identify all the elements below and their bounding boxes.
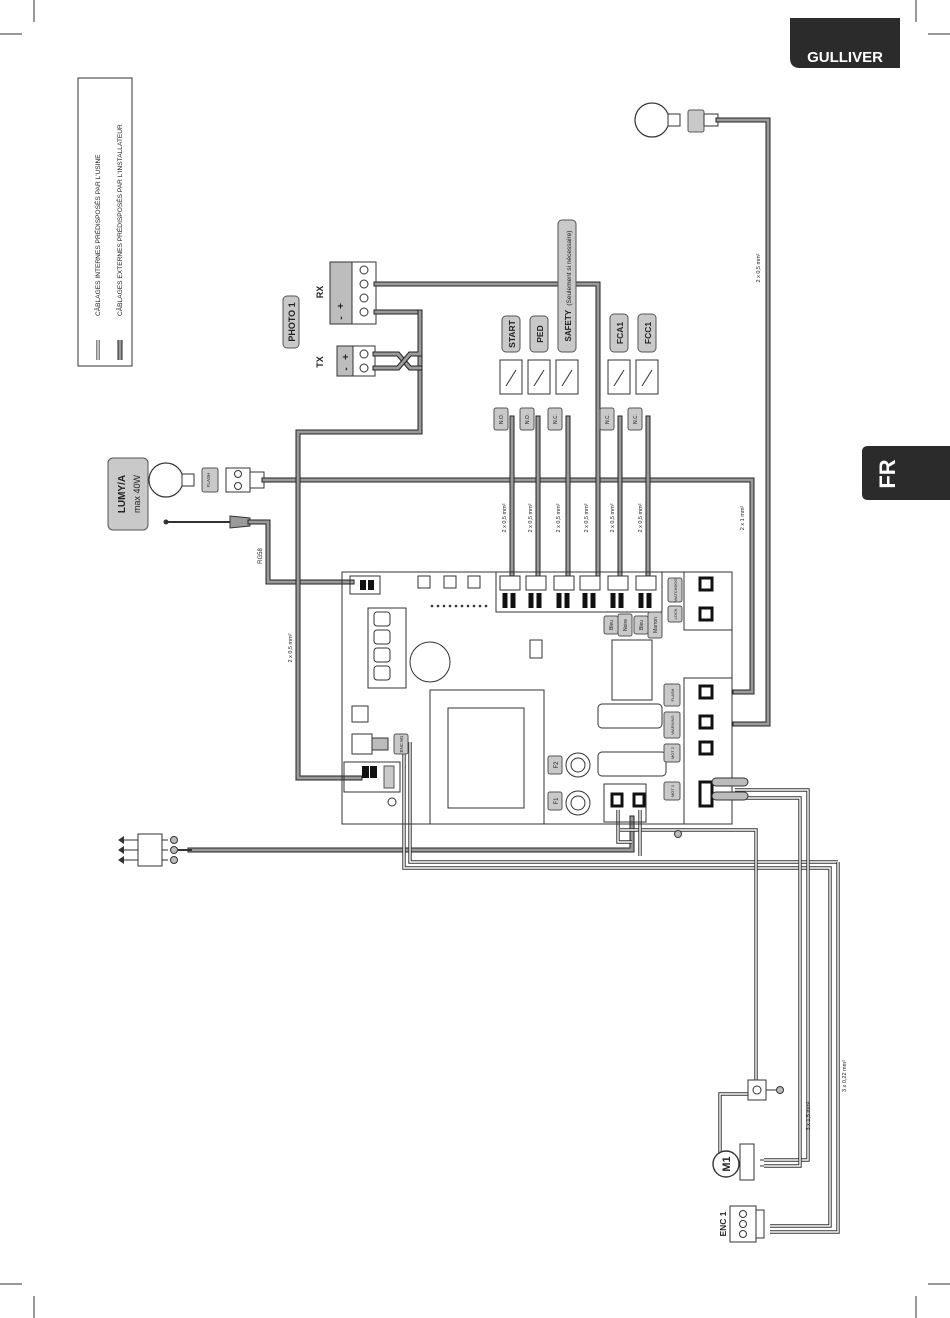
svg-text:ENC M1: ENC M1 xyxy=(399,735,404,752)
svg-text:+: + xyxy=(336,303,347,309)
legend: CÂBLAGES INTERNES PRÉDISPOSÉS PAR L'USIN… xyxy=(77,77,133,367)
svg-text:2 x 0,5 mm²: 2 x 0,5 mm² xyxy=(556,503,562,532)
svg-text:FLASH: FLASH xyxy=(206,473,211,488)
svg-text:3 x 1,5 mm²: 3 x 1,5 mm² xyxy=(806,1101,812,1130)
ground-icon xyxy=(674,830,682,838)
svg-text:PED: PED xyxy=(535,325,545,342)
photo-tag: PHOTO 1 xyxy=(282,295,300,349)
svg-text:2 x 0,5 mm²: 2 x 0,5 mm² xyxy=(288,633,294,662)
lamp-tag: LUMY/A max 40W xyxy=(107,457,149,531)
encoder: ENC 1 xyxy=(718,1205,765,1243)
motor-label: M1 xyxy=(721,1156,733,1171)
svg-text:FLASH: FLASH xyxy=(670,688,675,701)
lamp-label: LUMY/A xyxy=(117,475,128,513)
language-tab: FR xyxy=(862,446,950,500)
input-ped: PED N.O. xyxy=(519,315,551,431)
svg-text:MOT 1: MOT 1 xyxy=(670,784,675,797)
encoder-label: ENC 1 xyxy=(718,1211,728,1236)
warning-bulb-icon xyxy=(634,102,719,138)
svg-text:N.O.: N.O. xyxy=(525,414,531,424)
ground-icon xyxy=(776,1086,784,1094)
svg-text:-: - xyxy=(341,367,352,370)
rx-label: RX xyxy=(315,286,325,299)
svg-text:N.C.: N.C. xyxy=(553,414,559,424)
photo-label: PHOTO 1 xyxy=(287,302,297,341)
input-fcc1: FCC1 N.C. xyxy=(627,313,659,431)
svg-text:Marron: Marron xyxy=(653,617,659,633)
brand-label: GULLIVER xyxy=(807,49,883,66)
svg-text:F1: F1 xyxy=(554,797,560,805)
input-switches: START N.O. PED N.O. SAFETY (Seulement si… xyxy=(493,219,659,431)
svg-text:LOCK: LOCK xyxy=(673,608,678,619)
tx-label: TX xyxy=(315,356,325,368)
control-board: ENC M1 F2 F1 WATCHDOG LOCK FL xyxy=(341,571,749,825)
legend-external: CÂBLAGES EXTERNES PRÉDISPOSÉS PAR L'INST… xyxy=(115,124,124,316)
svg-text:2 x 0,5 mm²: 2 x 0,5 mm² xyxy=(584,503,590,532)
antenna-icon xyxy=(163,515,251,529)
svg-text:2 x 0,5 mm²: 2 x 0,5 mm² xyxy=(528,503,534,532)
wire-color-tags: Bleu Noire Bleu Marron xyxy=(603,611,663,639)
svg-text:2 x 1 mm²: 2 x 1 mm² xyxy=(740,506,746,531)
svg-text:START: START xyxy=(507,319,517,348)
input-fca1: FCA1 N.C. xyxy=(599,313,631,431)
language-label: FR xyxy=(875,459,900,488)
internal-wiring xyxy=(402,742,840,1234)
tx-terminal: + - xyxy=(336,345,376,377)
svg-text:Noire: Noire xyxy=(623,619,629,631)
lamp-max: max 40W xyxy=(132,474,142,513)
mains-plug xyxy=(118,833,192,867)
brand-logo: GULLIVER xyxy=(790,18,900,68)
svg-text:N.C.: N.C. xyxy=(605,414,611,424)
svg-text:2 x 0,5 mm²: 2 x 0,5 mm² xyxy=(502,503,508,532)
svg-text:2 x 0,5 mm²: 2 x 0,5 mm² xyxy=(610,503,616,532)
svg-text:FCC1: FCC1 xyxy=(643,322,653,344)
svg-text:N.C.: N.C. xyxy=(633,414,639,424)
lamp-bulb-icon: FLASH xyxy=(148,462,265,498)
svg-text:+: + xyxy=(341,354,352,360)
svg-text:-: - xyxy=(336,316,347,319)
svg-text:WATCHDOG: WATCHDOG xyxy=(673,578,678,601)
external-wiring xyxy=(187,117,771,853)
cable-spec-labels: 2 x 0,5 mm² 2 x 0,5 mm² 2 x 0,5 mm² 2 x … xyxy=(288,253,848,1130)
antenna-cable-label: RG58 xyxy=(258,548,264,564)
svg-text:Bleu: Bleu xyxy=(609,620,615,630)
svg-text:FCA1: FCA1 xyxy=(615,322,625,344)
svg-text:2 x 0,5 mm²: 2 x 0,5 mm² xyxy=(638,503,644,532)
rx-terminal: + - xyxy=(329,261,377,325)
input-start: START N.O. xyxy=(493,315,523,431)
svg-text:3 x 0,22 mm²: 3 x 0,22 mm² xyxy=(842,1060,848,1092)
motor: M1 xyxy=(712,1079,784,1181)
svg-text:F2: F2 xyxy=(554,761,560,769)
svg-text:WARNING: WARNING xyxy=(670,715,675,734)
svg-text:MOT 2: MOT 2 xyxy=(670,746,675,759)
input-safety: SAFETY (Seulement si nécessaire) N.C. xyxy=(547,219,579,431)
svg-text:N.O.: N.O. xyxy=(499,414,505,424)
svg-text:Bleu: Bleu xyxy=(639,620,645,630)
svg-text:SAFETY (Seulement si n: SAFETY (Seulement si nécessaire) xyxy=(564,231,573,342)
svg-text:2 x 0,5 mm²: 2 x 0,5 mm² xyxy=(756,253,762,282)
legend-internal: CÂBLAGES INTERNES PRÉDISPOSÉS PAR L'USIN… xyxy=(93,154,102,316)
